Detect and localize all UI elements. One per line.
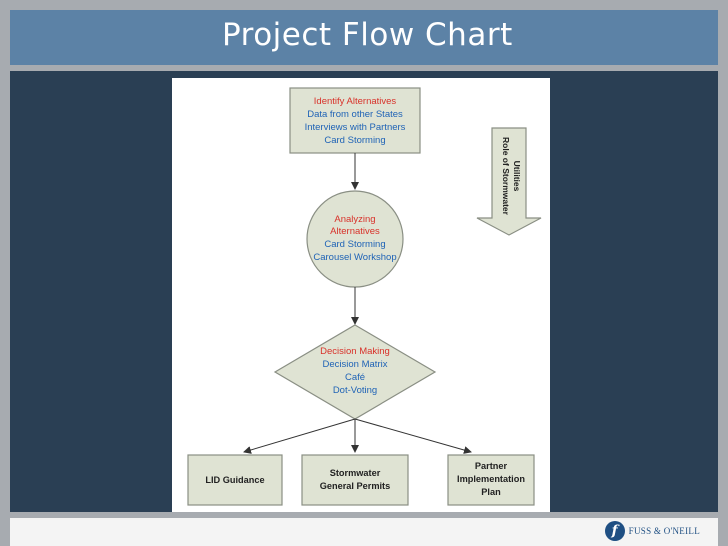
title-bar: Project Flow Chart [10, 10, 718, 65]
flow-chart-panel: Identify Alternatives Data from other St… [172, 78, 550, 512]
partner-plan-box: Partner Implementation Plan [447, 454, 535, 506]
analyzing-alternatives-circle: Analyzing Alternatives Card Storming Car… [306, 190, 404, 288]
analyze-item: Carousel Workshop [313, 252, 396, 263]
decide-heading: Decision Making [320, 346, 390, 357]
identify-item: Card Storming [324, 135, 385, 146]
identify-item: Interviews with Partners [305, 122, 406, 133]
slide-title: Project Flow Chart [222, 17, 513, 53]
lid-guidance-box: LID Guidance [187, 454, 283, 506]
identify-alternatives-box: Identify Alternatives Data from other St… [289, 87, 421, 154]
decision-making-diamond: Decision Making Decision Matrix Café Dot… [273, 324, 437, 420]
logo-text: FUSS & O'NEILL [628, 526, 700, 536]
flow-chart: Identify Alternatives Data from other St… [187, 87, 542, 506]
role-of-utilities-arrow: Role of Stormwater Utilities [476, 127, 542, 236]
identify-item: Data from other States [307, 109, 403, 120]
outcome-label: General Permits [320, 481, 390, 491]
connector-arrow [243, 418, 356, 454]
decide-item: Dot-Voting [333, 385, 377, 396]
outcome-label: LID Guidance [205, 475, 264, 485]
analyze-heading: Alternatives [330, 226, 380, 237]
company-logo: f FUSS & O'NEILL [604, 521, 700, 541]
footer-bar: f FUSS & O'NEILL [10, 518, 718, 546]
connector-arrow [354, 418, 472, 454]
analyze-heading: Analyzing [334, 214, 375, 225]
logo-f-icon: f [604, 521, 625, 541]
outcome-label: Implementation [457, 474, 525, 484]
outcome-label: Partner [475, 461, 508, 471]
decide-item: Decision Matrix [323, 359, 388, 370]
outcome-label: Plan [481, 487, 501, 497]
analyze-item: Card Storming [324, 239, 385, 250]
decide-item: Café [345, 372, 365, 383]
outcome-label: Stormwater [330, 468, 381, 478]
identify-heading: Identify Alternatives [314, 96, 397, 107]
side-arrow-label: Role of Stormwater [501, 137, 511, 216]
stormwater-permits-box: Stormwater General Permits [301, 454, 409, 506]
side-arrow-label: Utilities [512, 161, 522, 192]
